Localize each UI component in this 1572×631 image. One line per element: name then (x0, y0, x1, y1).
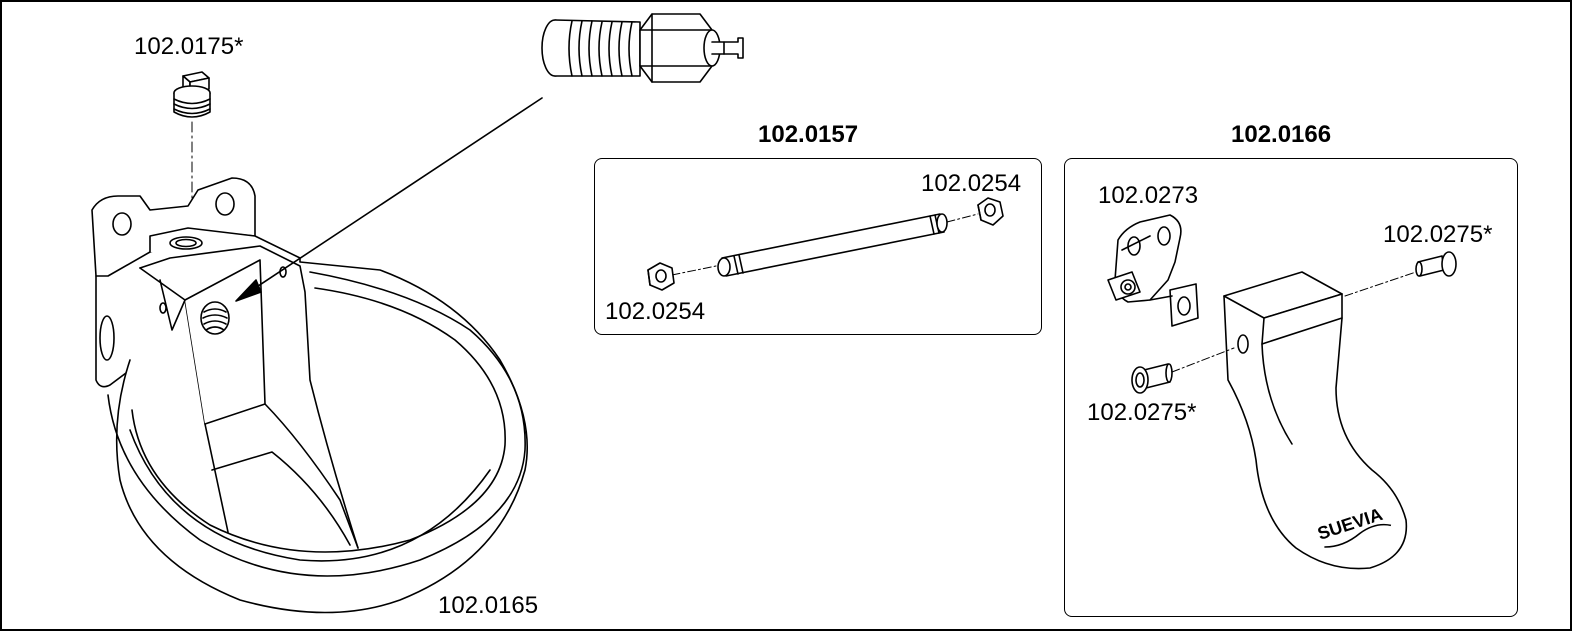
bracket-part (1107, 214, 1199, 327)
nut-right-part (977, 197, 1004, 226)
rivet-axis-line (1171, 347, 1235, 373)
nut-left-part (647, 262, 675, 291)
paddle-axis-line (1344, 271, 1417, 297)
plug-label: 102.0175* (134, 33, 244, 60)
valve-pointer-line (239, 97, 543, 299)
plug-part (173, 71, 211, 118)
rod-assembly-label: 102.0157 (758, 121, 859, 148)
rod-assembly-box (594, 158, 1042, 335)
bowl-part (91, 177, 528, 614)
valve-pointer-arrowhead (235, 279, 262, 302)
rivet-left-part (1131, 363, 1173, 394)
rod-axis-line-right (946, 213, 979, 223)
suevia-logo-text: SUEVIA (1315, 504, 1385, 544)
rivet-right-label: 102.0275* (1383, 221, 1493, 248)
rod-part (717, 213, 948, 277)
paddle-part (1223, 271, 1408, 570)
suevia-logo: SUEVIA (1315, 504, 1392, 548)
rod-axis-line-left (671, 265, 717, 276)
rivet-right-part (1415, 251, 1457, 277)
bowl-label: 102.0165 (438, 592, 539, 619)
bracket-label: 102.0273 (1098, 182, 1199, 209)
paddle-assembly-box (1064, 158, 1518, 617)
rod-nut-right-label: 102.0254 (921, 170, 1022, 197)
valve-part (541, 13, 744, 83)
rod-nut-left-label: 102.0254 (605, 298, 706, 325)
rivet-left-label: 102.0275* (1087, 399, 1197, 426)
paddle-assembly-label: 102.0166 (1231, 121, 1332, 148)
